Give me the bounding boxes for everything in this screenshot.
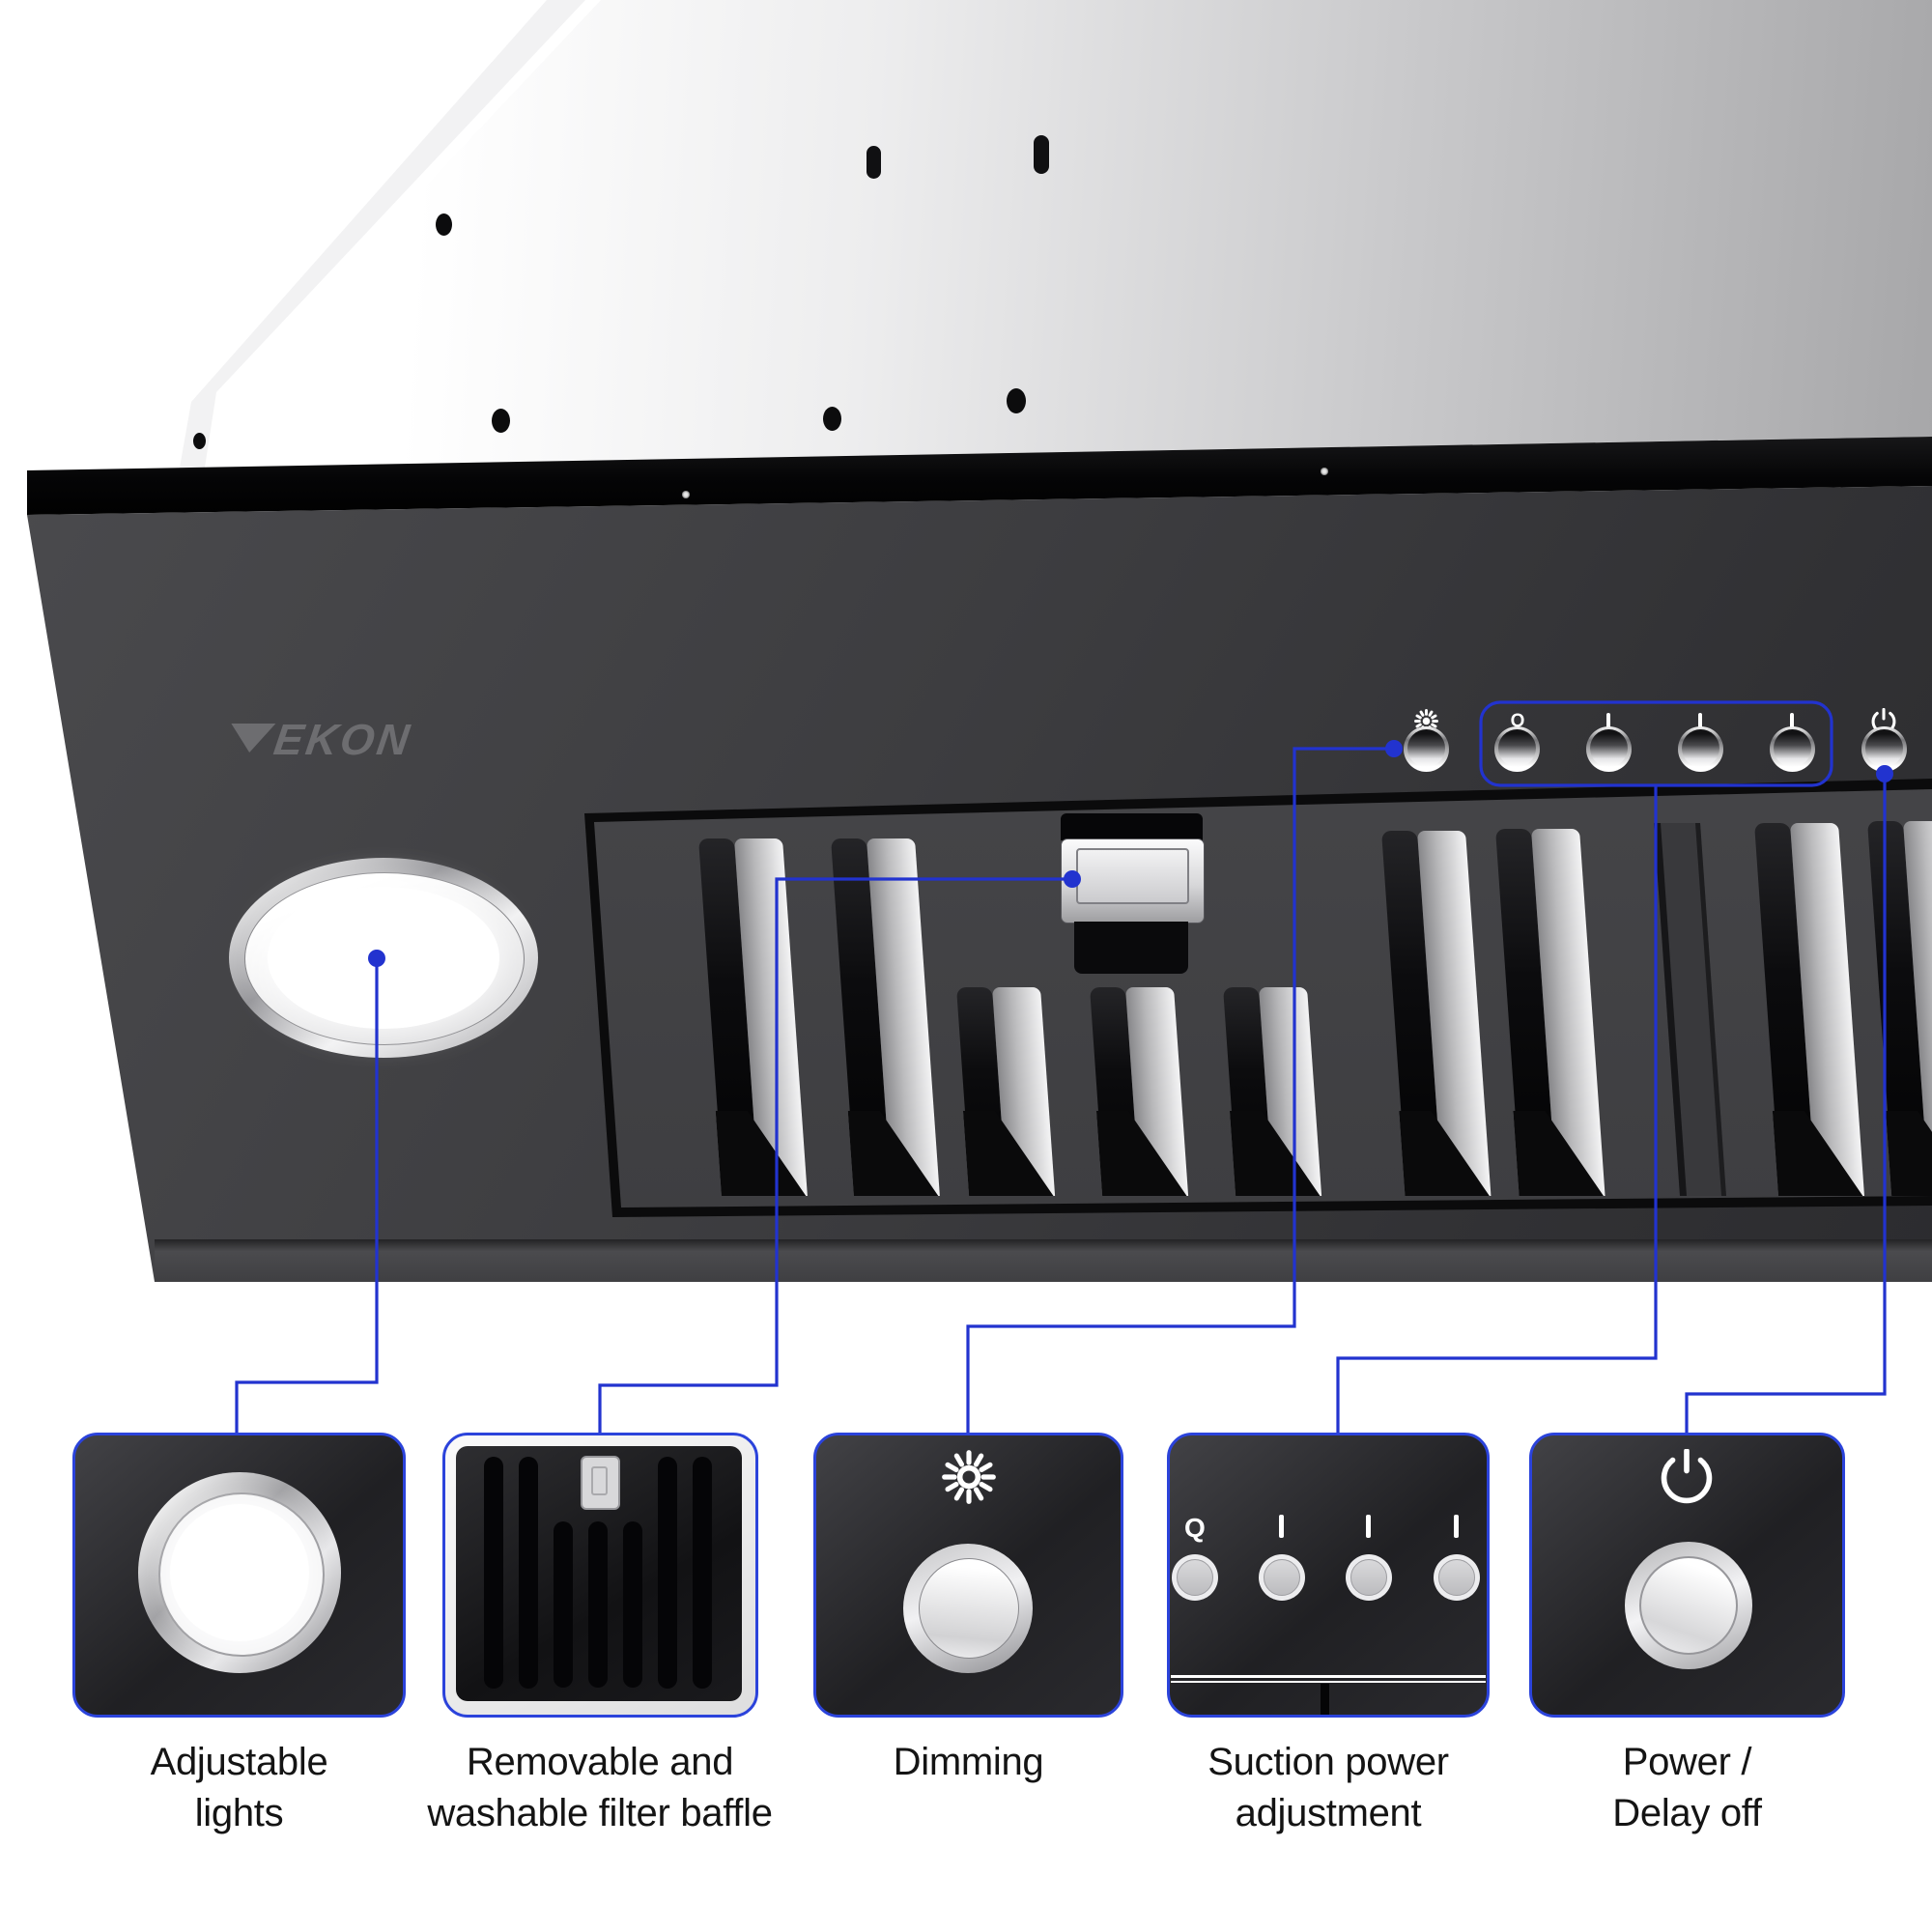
panel-speed-button-1 [1494, 726, 1540, 772]
mounting-slot [1034, 135, 1049, 174]
mounting-hole [193, 433, 206, 449]
rail-screw [1321, 468, 1328, 475]
panel-power-button [1861, 726, 1907, 772]
panel-speed-button-4 [1770, 726, 1815, 772]
filter-baffle-icon [456, 1446, 742, 1701]
panel-dimming-button [1404, 726, 1449, 772]
speed-button-label: Q [1510, 711, 1525, 731]
mounting-hole [436, 213, 452, 236]
speed-button-icon [1172, 1554, 1218, 1601]
panel-speed-button-2 [1586, 726, 1632, 772]
speed-button-label: Q [1184, 1513, 1206, 1543]
mounting-slot [867, 146, 881, 179]
speed-buttons-highlight-box [1479, 700, 1833, 787]
speed-button-tick [1454, 1515, 1459, 1538]
rail-screw [682, 491, 690, 498]
speed-button-tick [1366, 1515, 1371, 1538]
panel-bottom-edge [155, 1239, 1932, 1282]
speed-button-icon [1259, 1554, 1305, 1601]
mounting-hole [492, 409, 510, 433]
speed-button-icon [1346, 1554, 1392, 1601]
speed-button-tick [1279, 1515, 1284, 1538]
power-icon [1661, 1449, 1713, 1504]
mounting-hole [823, 407, 841, 431]
panel-speed-button-3 [1678, 726, 1723, 772]
filter-handle-slot [1061, 813, 1203, 840]
filter-handle-icon [581, 1456, 620, 1510]
speed-button-tick [1698, 713, 1702, 729]
mounting-hole [1007, 388, 1026, 413]
callout-label-dimming: Dimming [893, 1741, 1044, 1783]
speed-button-tick [1790, 713, 1794, 729]
speed-button-icon [1434, 1554, 1480, 1601]
speed-button-tick [1606, 713, 1610, 729]
callout-label-power-delay: Power /Delay off [1612, 1741, 1762, 1834]
dimming-sun-icon [942, 1450, 996, 1504]
